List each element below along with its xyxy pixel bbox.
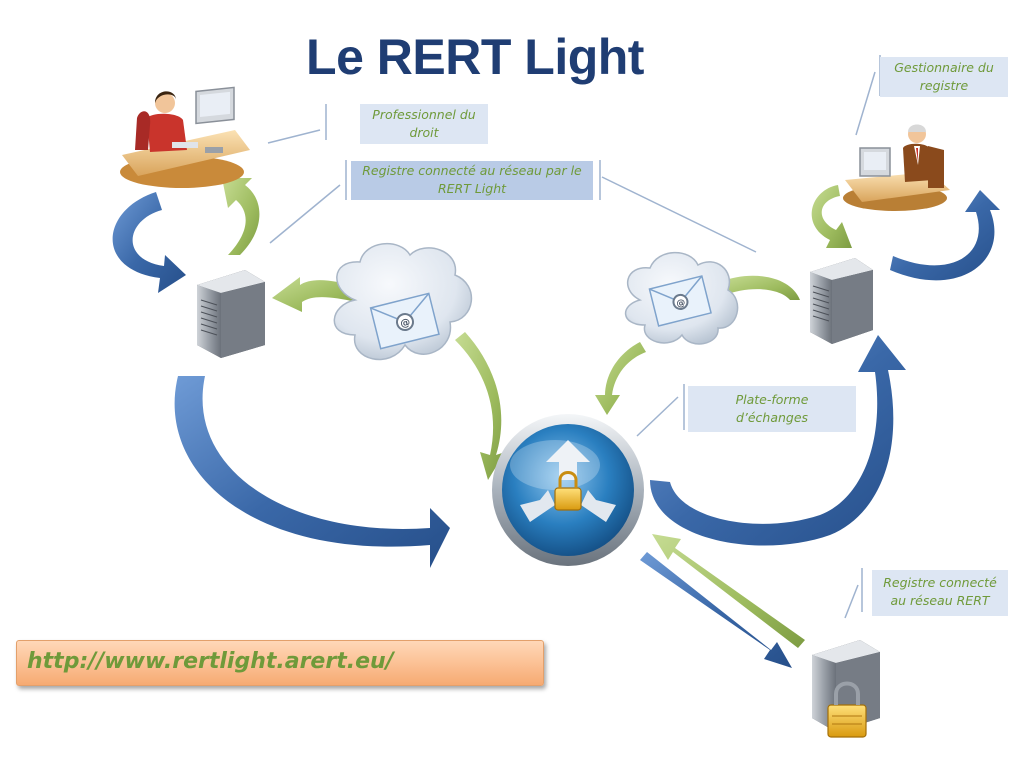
label-gestionnaire-du-registre: Gestionnaire du registre [880,57,1008,97]
svg-text:@: @ [675,298,686,310]
blue-arrows [112,190,1000,668]
blue-arrow-top-right [890,190,1000,281]
green-arrow-from-right-server [720,275,800,300]
locked-server-icon [812,640,880,738]
server-icon-right [810,258,873,344]
url-banner: http://www.rertlight.arert.eu/ [16,640,544,686]
green-arrow-left-top [222,178,260,255]
page-title: Le RERT Light [306,29,644,85]
blue-arrow-top-left [112,192,186,293]
green-arrow-down-to-hub [455,332,505,480]
label-professionnel-du-droit: Professionnel du droit [360,104,488,144]
man-at-desk-icon [843,124,950,211]
blue-arrow-right-large [650,335,906,546]
email-cloud-icon: @ [333,242,472,361]
label-registre-reseau-rert: Registre connecté au réseau RERT [872,570,1008,616]
green-arrow-from-right-cloud [595,342,646,415]
svg-text:@: @ [399,317,411,330]
green-arrow-diagonal-up [652,534,805,648]
exchange-hub-lock-icon [492,414,644,566]
callout-lines [267,55,881,619]
blue-arrow-left-large [174,376,451,568]
server-icon [197,270,265,358]
label-registre-rert-light: Registre connecté au réseau par le RERT … [351,161,593,200]
blue-arrow-diagonal [640,552,792,668]
green-arrow-top-right-loop [811,185,852,248]
green-arrows [222,178,852,648]
email-cloud-icon-right: @ [624,251,739,345]
label-plate-forme-echanges: Plate-forme d’échanges [688,386,856,432]
url-link[interactable]: http://www.rertlight.arert.eu/ [27,649,394,674]
woman-at-desk-icon [120,86,250,188]
